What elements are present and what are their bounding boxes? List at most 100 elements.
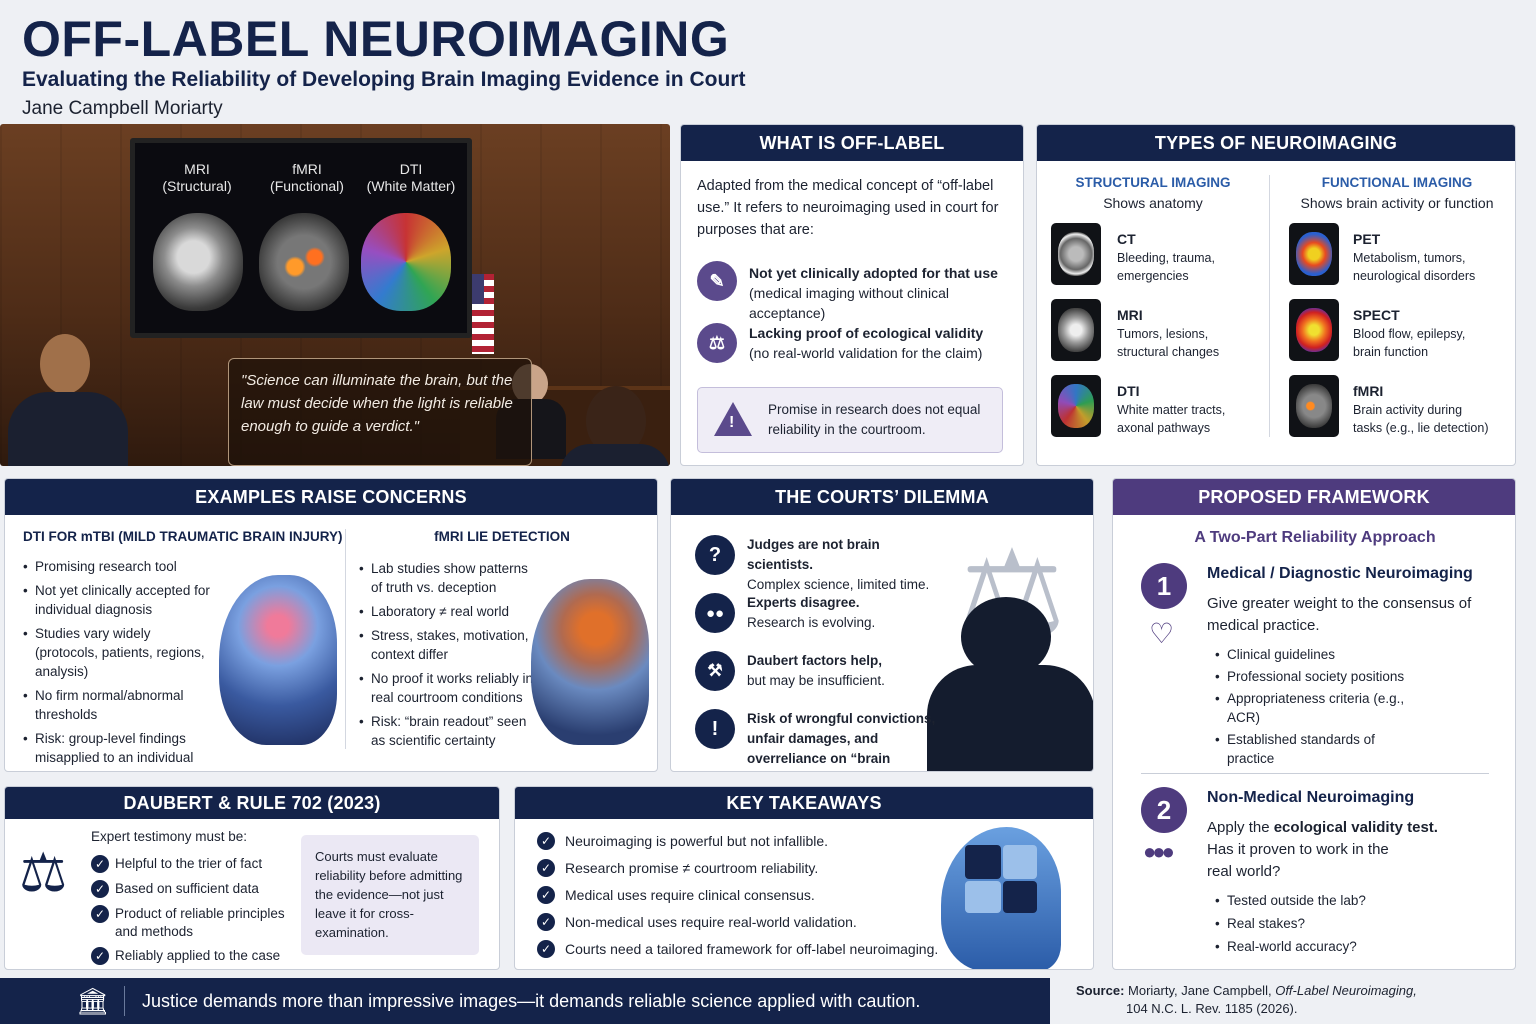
warning-box: ! Promise in research does not equal rel…: [697, 387, 1003, 453]
example-list: Lab studies show patterns of truth vs. d…: [357, 559, 537, 755]
step-title: Medical / Diagnostic Neuroimaging: [1207, 565, 1473, 582]
head-puzzle-illustration: [941, 827, 1061, 969]
modality-desc: structural changes: [1117, 345, 1220, 359]
panel-header: EXAMPLES RAISE CONCERNS: [5, 479, 657, 515]
modality-name: fMRI: [1353, 383, 1384, 399]
check-icon: ✓: [91, 947, 109, 965]
criterion-detail: (medical imaging without clinical accept…: [749, 285, 949, 321]
modality-desc: axonal pathways: [1117, 421, 1211, 435]
framework-subtitle: A Two-Part Reliability Approach: [1194, 529, 1436, 546]
panel-header: THE COURTS’ DILEMMA: [671, 479, 1093, 515]
list-item: Laboratory ≠ real world: [357, 602, 537, 621]
takeaway: Research promise ≠ courtroom reliability…: [565, 860, 819, 876]
panel-header: WHAT IS OFF-LABEL NEUROIMAGING?: [681, 125, 1023, 189]
question-icon: ?: [695, 535, 735, 575]
dilemma-detail: Research is evolving.: [747, 615, 876, 630]
stethoscope-icon: ♡: [1149, 618, 1175, 649]
modality-name: DTI: [1117, 383, 1140, 399]
pet-thumbnail: [1289, 223, 1339, 285]
list-item: Studies vary widely (protocols, patients…: [21, 624, 217, 681]
list-item: Promising research tool: [21, 557, 217, 576]
panel-header: KEY TAKEAWAYS: [515, 787, 1093, 819]
what-is-panel: WHAT IS OFF-LABEL NEUROIMAGING? Adapted …: [680, 124, 1024, 466]
list-item: No firm normal/abnormal thresholds: [21, 686, 217, 724]
step-number: 2: [1141, 787, 1187, 833]
takeaway: Non-medical uses require real-world vali…: [565, 914, 857, 930]
modality-desc: brain function: [1353, 345, 1429, 359]
structural-sub: Shows anatomy: [1103, 195, 1203, 211]
list-item: Lab studies show patterns of truth vs. d…: [357, 559, 537, 597]
modality-desc: White matter tracts,: [1117, 403, 1226, 417]
dilemma-title: Risk of wrongful convictions, unfair dam…: [747, 711, 936, 766]
check-icon: ✓: [91, 880, 109, 898]
display-screen: MRI(Structural) fMRI(Functional) DTI(Whi…: [130, 138, 472, 338]
warning-text: Promise in research does not equal relia…: [768, 402, 981, 437]
dilemma-detail: but may be insufficient.: [747, 673, 885, 688]
list-item: Stress, stakes, motivation, context diff…: [357, 626, 537, 664]
scan-sublabel: (Structural): [162, 178, 232, 194]
dilemma-title: Judges are not brain scientists.: [747, 537, 880, 572]
spect-thumbnail: [1289, 299, 1339, 361]
example-title: DTI FOR mTBI (MILD TRAUMATIC BRAIN INJUR…: [23, 529, 343, 544]
modality-desc: Metabolism, tumors,: [1353, 251, 1466, 265]
author: Jane Campbell Moriarty: [22, 98, 223, 119]
example-title: fMRI LIE DETECTION: [434, 529, 570, 544]
criterion-title: Lacking proof of ecological validity: [749, 325, 984, 341]
dilemma-title: Daubert factors help,: [747, 653, 883, 668]
modality-desc: Tumors, lesions,: [1117, 327, 1209, 341]
footer-text: Justice demands more than impressive ima…: [142, 991, 921, 1011]
list-item: Established standards of practice: [1213, 730, 1413, 768]
modality-name: CT: [1117, 231, 1136, 247]
step-list: Clinical guidelines Professional society…: [1213, 645, 1413, 771]
takeaway: Medical uses require clinical consensus.: [565, 887, 815, 903]
courthouse-icon: 🏛: [76, 986, 110, 1016]
step-number: 1: [1141, 563, 1187, 609]
modality-desc: Brain activity during: [1353, 403, 1463, 417]
step-list: Tested outside the lab? Real stakes? Rea…: [1213, 891, 1413, 960]
modality-name: MRI: [1117, 307, 1143, 323]
dilemma-detail: Complex science, limited time.: [747, 577, 930, 592]
modality-desc: tasks (e.g., lie detection): [1353, 421, 1489, 435]
list-item: Professional society positions: [1213, 667, 1413, 686]
check-icon: ✓: [537, 913, 555, 931]
types-panel: TYPES OF NEUROIMAGING STRUCTURAL IMAGING…: [1036, 124, 1516, 466]
list-item: Not yet clinically accepted for individu…: [21, 581, 217, 619]
list-item: Real-world accuracy?: [1213, 937, 1413, 956]
scales-icon: ⚖: [19, 843, 68, 903]
criterion-detail: (no real-world validation for the claim): [749, 345, 983, 361]
step-title: Non-Medical Neuroimaging: [1207, 789, 1415, 806]
list-item: Appropriateness criteria (e.g., ACR): [1213, 689, 1413, 727]
mri-thumbnail: [1051, 299, 1101, 361]
check-icon: ✓: [537, 886, 555, 904]
scan-label: MRI: [184, 161, 210, 177]
list-item: Risk: “brain readout” seen as scientific…: [357, 712, 537, 750]
daubert-panel: DAUBERT & RULE 702 (2023) ⚖ Expert testi…: [4, 786, 500, 970]
list-item: Tested outside the lab?: [1213, 891, 1413, 910]
source-citation: Source: Moriarty, Jane Campbell, Off-Lab…: [1076, 983, 1417, 1016]
criterion: Based on sufficient data: [115, 881, 259, 896]
check-icon: ✓: [537, 859, 555, 877]
panel-header: TYPES OF NEUROIMAGING: [1037, 125, 1515, 161]
attorney-figure: [40, 334, 90, 394]
takeaway: Neuroimaging is powerful but not infalli…: [565, 833, 829, 849]
criterion: Helpful to the trier of fact: [115, 856, 263, 871]
head-brain-illustration: [531, 579, 649, 745]
dti-thumbnail: [1051, 375, 1101, 437]
check-icon: ✓: [91, 855, 109, 873]
criterion-title: Not yet clinically adopted for that use: [749, 265, 998, 281]
ct-thumbnail: [1051, 223, 1101, 285]
step-desc: Give greater weight to the consensus of …: [1207, 595, 1472, 634]
modality-desc: neurological disorders: [1353, 269, 1476, 283]
takeaways-panel: KEY TAKEAWAYS ✓ Neuroimaging is powerful…: [514, 786, 1094, 970]
check-icon: ✓: [537, 940, 555, 958]
daubert-note: Courts must evaluate reliability before …: [301, 835, 479, 955]
criterion: Product of reliable principles and metho…: [115, 906, 285, 939]
courtroom-illustration: MRI(Structural) fMRI(Functional) DTI(Whi…: [0, 124, 670, 466]
modality-desc: emergencies: [1117, 269, 1189, 283]
warning-icon: [714, 402, 752, 436]
scales-icon: ⚖: [697, 323, 737, 363]
people-icon: ●●●: [1143, 839, 1175, 864]
framework-panel: PROPOSED FRAMEWORK A Two-Part Reliabilit…: [1112, 478, 1516, 970]
structural-title: STRUCTURAL IMAGING: [1075, 175, 1231, 190]
modality-name: PET: [1353, 231, 1381, 247]
